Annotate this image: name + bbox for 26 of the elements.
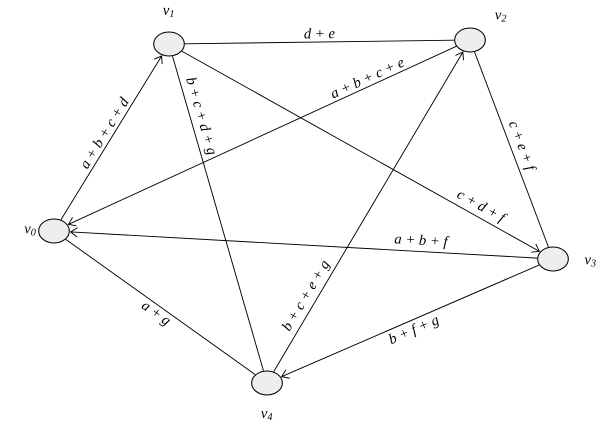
arrow [60,55,163,220]
arrow [273,51,464,372]
vertex-ellipse [537,246,569,272]
vertex-label: v$_{2}$ [495,12,506,22]
vertex-ellipse [454,27,486,53]
edge-label: a + b + c + e [332,60,404,98]
edge-label: b + c + d + g [186,77,215,154]
arrow [68,46,457,226]
vertex-label: v$_{1}$ [163,8,174,17]
vertex-ellipse [153,31,185,57]
vertex-ellipse [38,218,70,244]
vertex-label: v$_{4}$ [261,411,272,420]
vertex-label: v$_{0}$ [24,226,36,236]
vertex-ellipse [251,370,283,396]
edge-label: c + e + f [509,122,538,170]
edge-label: d + e [304,28,335,39]
vertex-label: v$_{3}$ [584,257,596,266]
arrow [280,264,540,379]
edge-label: a + g [142,304,170,326]
edge-label: a + b + c + d [83,96,129,169]
edge-label: b + c + e + g [281,260,331,332]
edge-label: b + f + g [388,317,439,344]
arrow [70,227,538,259]
edge-label: a + b + f [394,234,450,250]
arrow [181,50,540,253]
edge-label: c + d + f [457,192,508,224]
